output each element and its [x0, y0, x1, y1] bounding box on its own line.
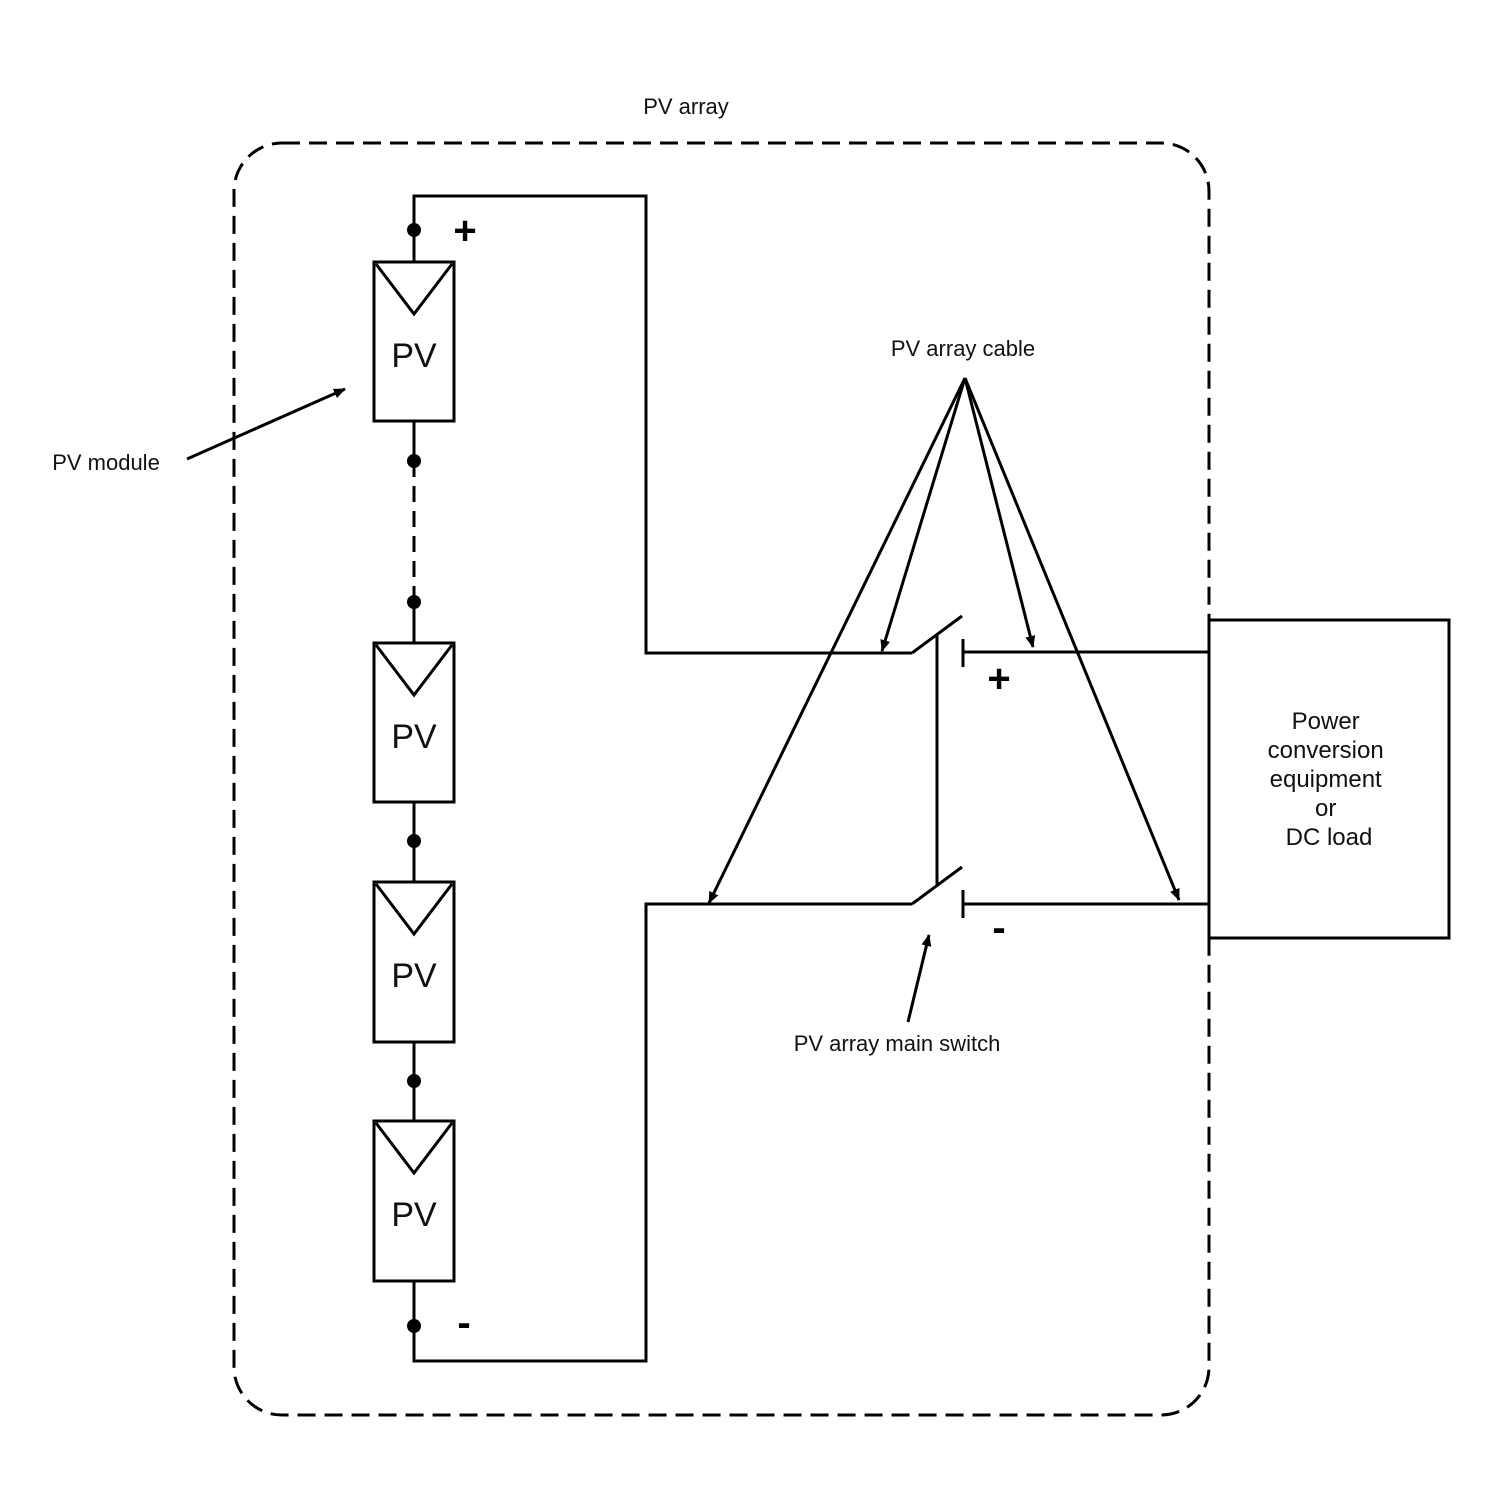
pv-module-2: PV: [372, 641, 456, 804]
pv-array-label: PV array: [643, 94, 729, 119]
pv-array-cable-callout-arrows: [707, 377, 1181, 904]
main-switch-callout-arrow: [906, 934, 932, 1023]
positive-string-wire: [412, 194, 912, 655]
junction-dot: [407, 1074, 421, 1088]
string-positive-sign: +: [453, 209, 476, 253]
main-switch-callout-label: PV array main switch: [794, 1031, 1001, 1056]
pv-module-3: PV: [372, 880, 456, 1044]
pv-module-label: PV: [391, 337, 437, 375]
pv-module-4: PV: [372, 1119, 456, 1283]
junction-dot: [407, 223, 421, 237]
load-box-line: conversion: [1268, 737, 1384, 764]
string-negative-sign: -: [457, 1301, 470, 1345]
load-box-label: Power conversion equipment or DC load: [1268, 708, 1391, 851]
pv-module-label: PV: [391, 718, 437, 756]
load-box-line: DC load: [1286, 824, 1373, 851]
load-box-line: Power: [1292, 708, 1360, 735]
pv-array-boundary: [232, 141, 1211, 1417]
pv-module-callout-label: PV module: [52, 450, 160, 475]
pv-module-callout-arrow: [186, 387, 346, 461]
pv-module-1: PV: [372, 260, 456, 423]
pv-array-main-switch: [911, 614, 965, 918]
junction-dot: [407, 834, 421, 848]
negative-string-wire: [412, 902, 912, 1363]
pv-array-cable-callout-label: PV array cable: [891, 336, 1035, 361]
switch-negative-sign: -: [992, 906, 1005, 950]
switch-positive-sign: +: [987, 657, 1010, 701]
junction-dot: [407, 1319, 421, 1333]
pv-module-label: PV: [391, 957, 437, 995]
power-conversion-box: [1207, 618, 1451, 940]
load-box-line: equipment: [1270, 766, 1382, 793]
pv-module-label: PV: [391, 1196, 437, 1234]
load-box-line: or: [1315, 795, 1336, 822]
